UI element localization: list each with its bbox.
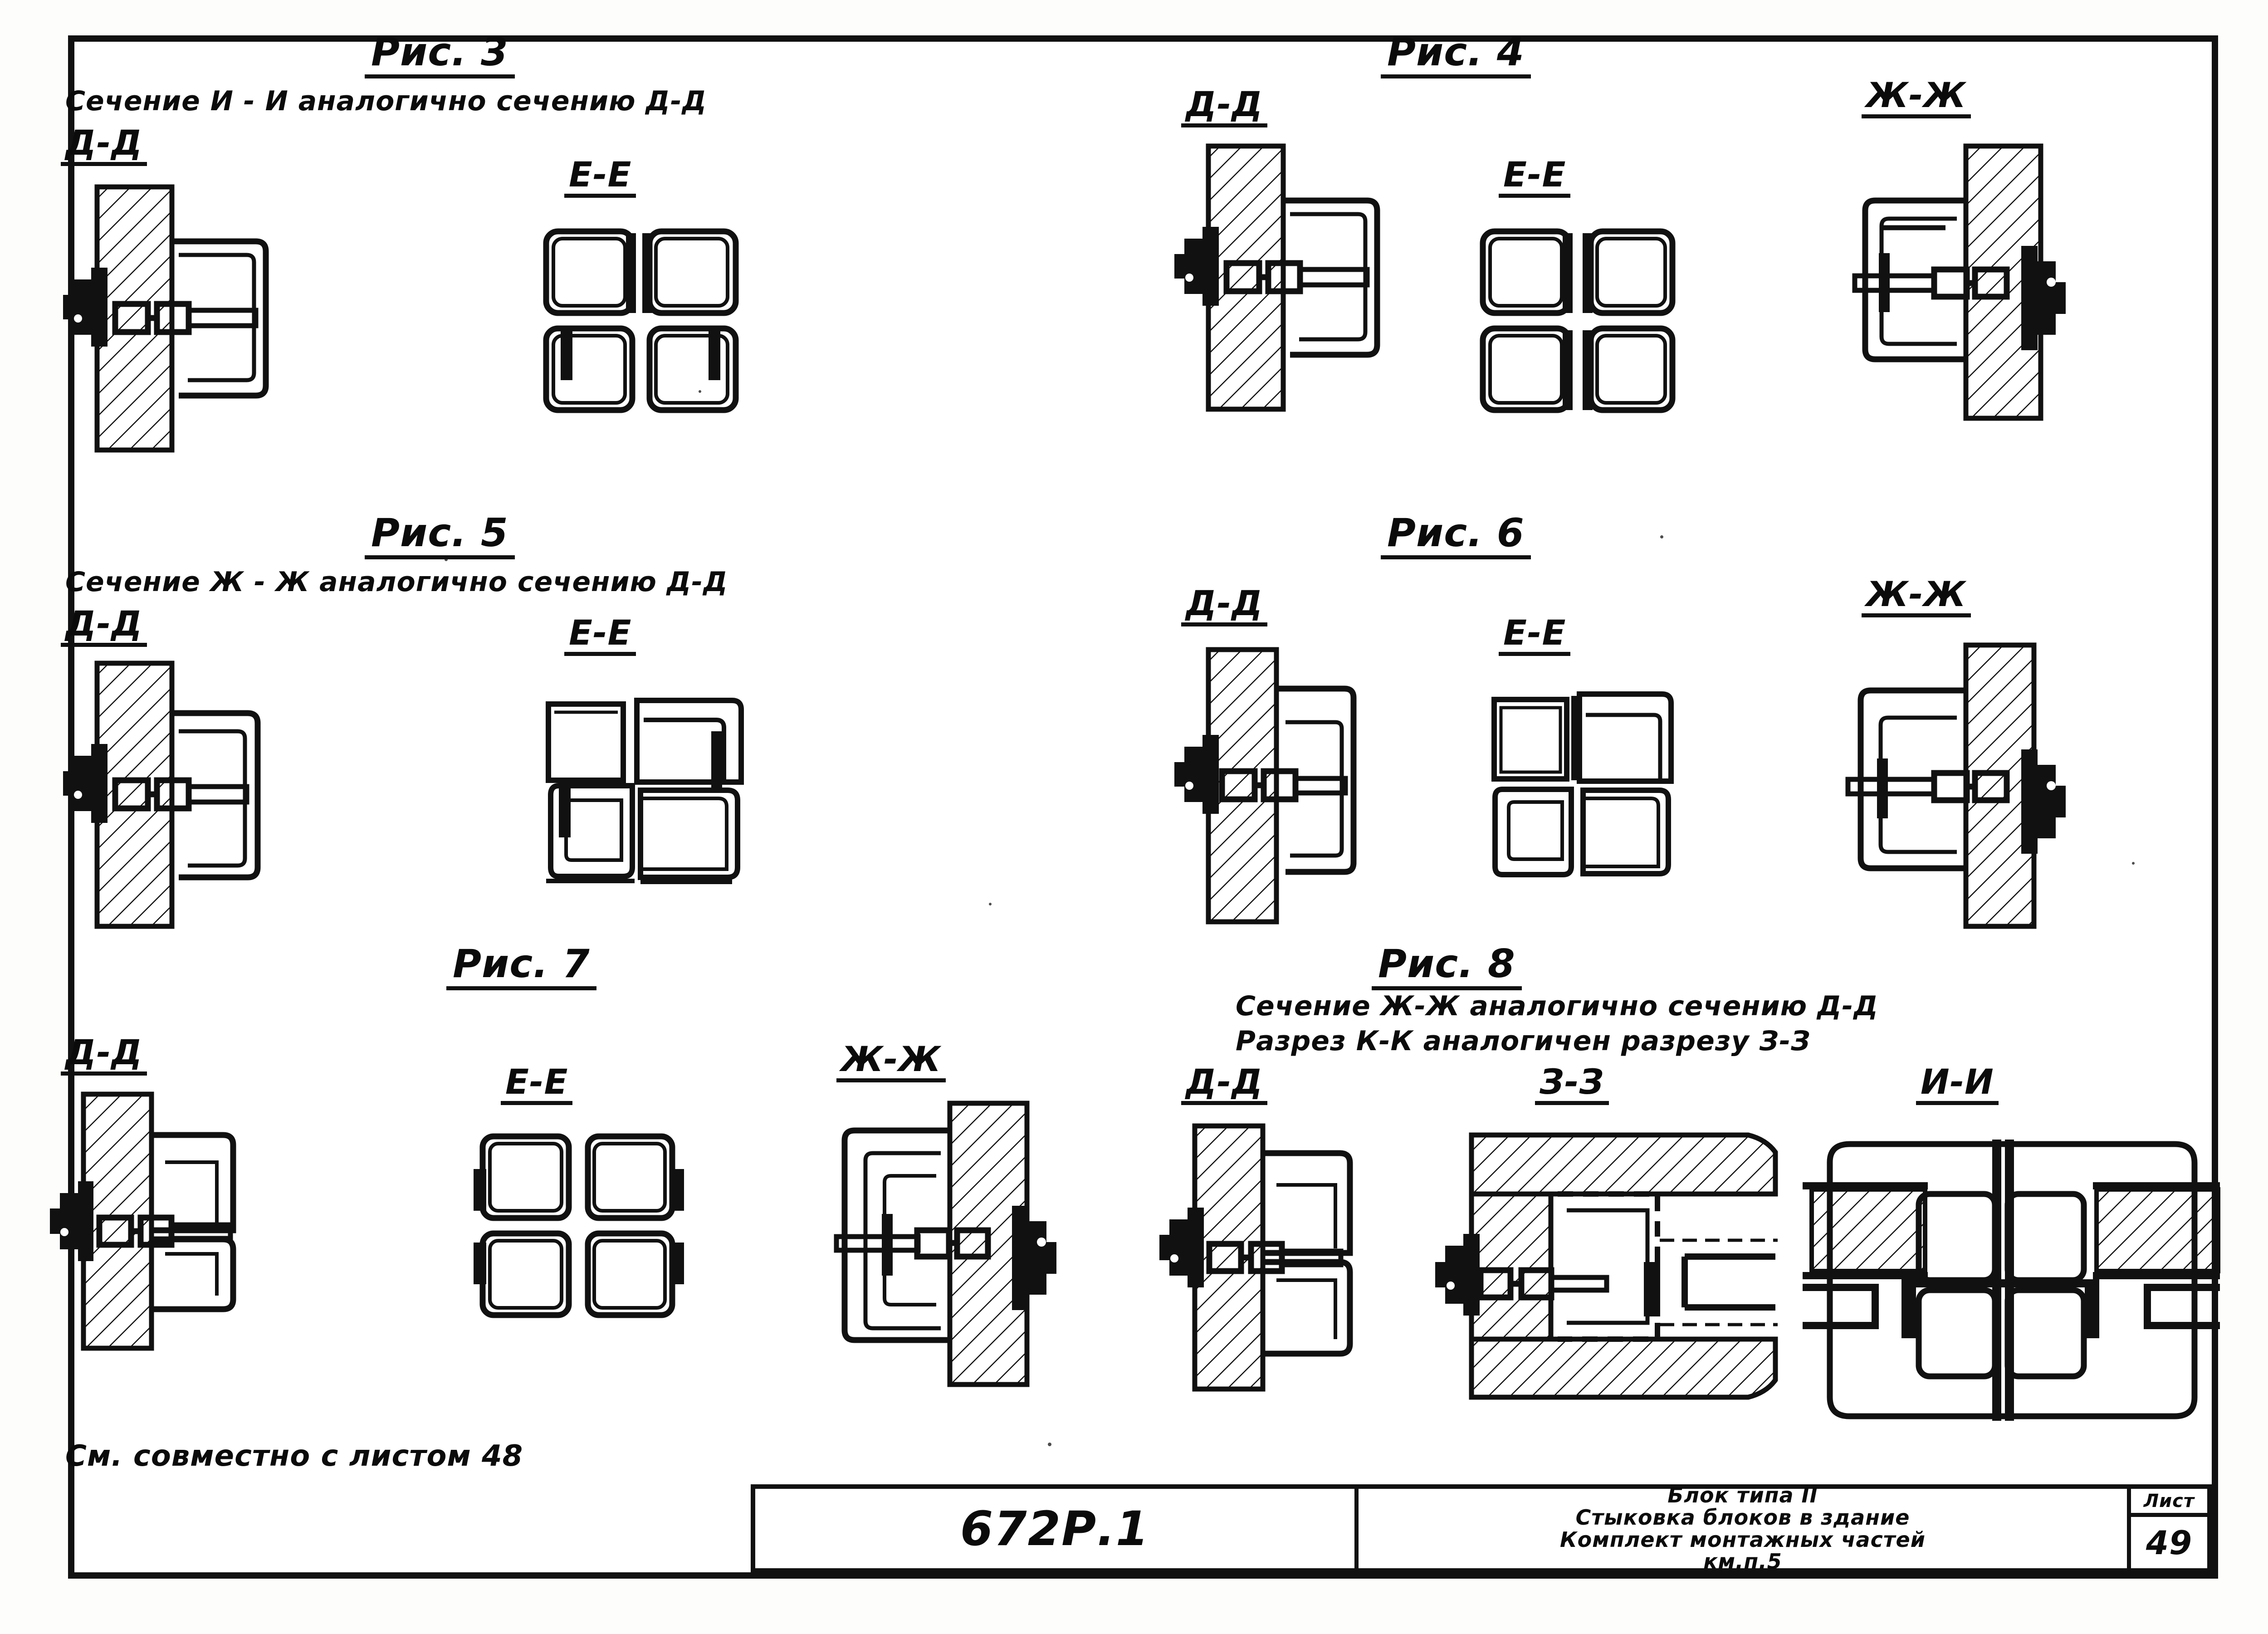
sheet-label-cell: Лист — [2131, 1489, 2207, 1517]
sheet-number: 49 — [2146, 1523, 2193, 1562]
section-label-fig5-dd: Д-Д — [61, 607, 147, 647]
section-label-fig6-dd: Д-Д — [1181, 586, 1267, 626]
scan-speckle — [2132, 862, 2135, 865]
section-label-fig5-ee: Е-Е — [564, 616, 636, 656]
scan-speckle — [699, 390, 701, 393]
section-label-fig3-ee: Е-Е — [564, 157, 636, 198]
figure-note-fig5: Сечение Ж - Ж аналогично сечению Д-Д — [65, 566, 728, 598]
section-label-fig7-dd: Д-Д — [61, 1035, 147, 1076]
description-line-3: Комплект монтажных частей — [1560, 1527, 1926, 1552]
sheet-number-cell: 49 — [2131, 1517, 2207, 1568]
scan-speckle — [1048, 1443, 1051, 1446]
detail-fig4-dd — [1154, 143, 1435, 412]
section-label-fig4-ee: Е-Е — [1499, 157, 1571, 198]
detail-fig5-dd — [43, 660, 324, 929]
scan-speckle — [1660, 535, 1663, 538]
description-line-1: Блок типа II — [1667, 1483, 1818, 1507]
section-label-fig7-ee: Е-Е — [501, 1065, 573, 1105]
section-label-fig8-ii: И-И — [1916, 1065, 1999, 1105]
figure-note-fig8-line1: Сечение Ж-Ж аналогично сечению Д-Д — [1236, 990, 1878, 1022]
detail-fig8-dd — [1140, 1123, 1422, 1392]
section-label-fig3-dd: Д-Д — [61, 126, 147, 166]
title-block: 672Р.1 Блок типа II Стыковка блоков в зд… — [751, 1484, 2212, 1573]
title-block-description-cell: Блок типа II Стыковка блоков в здание Ко… — [1359, 1484, 2131, 1573]
scan-speckle — [989, 903, 992, 905]
detail-fig7-dd — [34, 1091, 306, 1351]
section-label-fig6-ee: Е-Е — [1499, 616, 1571, 656]
title-block-number-cell: 672Р.1 — [755, 1489, 1359, 1568]
figure-title-fig6: Рис. 6 — [1381, 514, 1531, 559]
detail-fig3-dd — [43, 184, 324, 453]
figure-title-fig5: Рис. 5 — [365, 514, 515, 559]
section-label-fig8-dd: Д-Д — [1181, 1065, 1267, 1105]
figure-title-fig7: Рис. 7 — [446, 944, 596, 990]
drawing-number: 672Р.1 — [960, 1501, 1150, 1556]
figure-note-fig8-line2: Разрез К-К аналогичен разрезу З-З — [1236, 1025, 1811, 1057]
detail-fig6-ee — [1476, 677, 1689, 895]
detail-fig8-ii — [1803, 1126, 2220, 1434]
detail-fig6-dd — [1154, 647, 1435, 925]
drawing-frame: Рис. 3 Сечение И - И аналогично сечению … — [50, 33, 2220, 1579]
figure-note-fig3: Сечение И - И аналогично сечению Д-Д — [65, 85, 707, 117]
sheet-label: Лист — [2143, 1490, 2195, 1512]
detail-fig4-ee — [1474, 223, 1687, 423]
figure-title-fig4: Рис. 4 — [1381, 33, 1531, 78]
section-label-fig4-zhzh: Ж-Ж — [1862, 78, 1971, 118]
section-label-fig7-zhzh: Ж-Ж — [836, 1042, 946, 1082]
detail-fig5-ee — [528, 677, 764, 913]
title-block-sheet-cell: Лист 49 — [2131, 1489, 2207, 1568]
description-line-4: км.п.5 — [1703, 1549, 1782, 1574]
section-label-fig4-dd: Д-Д — [1181, 87, 1267, 127]
detail-fig7-zhzh — [773, 1101, 1090, 1387]
detail-fig6-zhzh — [1784, 642, 2102, 929]
description-line-2: Стыковка блоков в здание — [1575, 1505, 1910, 1530]
sheet-reference-note: См. совместно с листом 48 — [65, 1439, 523, 1473]
figure-title-fig8: Рис. 8 — [1372, 944, 1522, 990]
detail-fig8-zz — [1431, 1126, 1784, 1407]
detail-fig3-ee — [537, 223, 750, 423]
scan-speckle — [445, 558, 448, 561]
detail-fig7-ee — [474, 1128, 687, 1328]
section-label-fig8-zz: З-З — [1535, 1065, 1609, 1105]
section-label-fig6-zhzh: Ж-Ж — [1862, 577, 1971, 617]
detail-fig4-zhzh — [1784, 143, 2102, 421]
figure-title-fig3: Рис. 3 — [365, 33, 515, 78]
